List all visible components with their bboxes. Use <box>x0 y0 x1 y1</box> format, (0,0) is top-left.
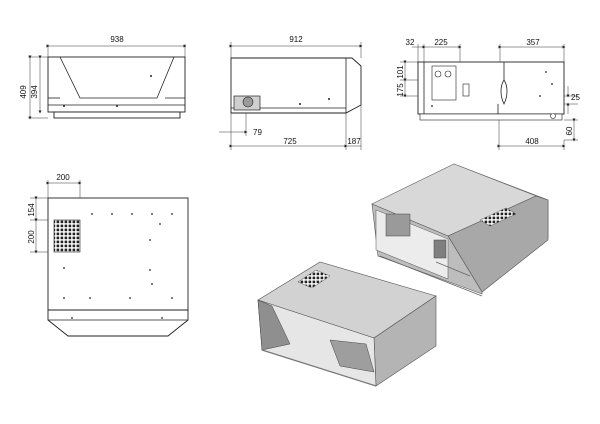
dim-back-left: 32 <box>406 38 415 47</box>
dim-back-side: 25 <box>571 93 580 102</box>
dim-side-width: 912 <box>289 35 303 44</box>
dim-front-width: 938 <box>110 35 124 44</box>
dim-side-depth-main: 725 <box>283 137 297 146</box>
dim-back-height-b: 175 <box>396 83 405 97</box>
dim-back-mid: 225 <box>434 38 448 47</box>
front-view: 938 409 394 <box>19 35 187 120</box>
dim-front-height-outer: 409 <box>19 85 28 99</box>
dim-front-height-inner: 394 <box>30 85 39 99</box>
side-view: 912 79 725 187 <box>219 35 363 150</box>
dim-back-low: 60 <box>565 126 574 135</box>
dim-back-right: 357 <box>526 38 540 47</box>
back-view: 32 225 357 101 175 25 <box>396 38 580 150</box>
top-view: 200 154 200 <box>27 173 189 337</box>
iso-view-rear <box>371 163 549 297</box>
dim-back-height-a: 101 <box>396 65 405 79</box>
dim-top-grille: 200 <box>27 230 36 244</box>
iso-view-front <box>257 261 437 387</box>
dim-side-foot: 79 <box>253 128 262 137</box>
dim-top-offset: 154 <box>27 203 36 217</box>
dim-top-width: 200 <box>56 173 70 182</box>
dim-back-bottom: 408 <box>525 137 539 146</box>
dim-side-depth-extra: 187 <box>347 137 361 146</box>
